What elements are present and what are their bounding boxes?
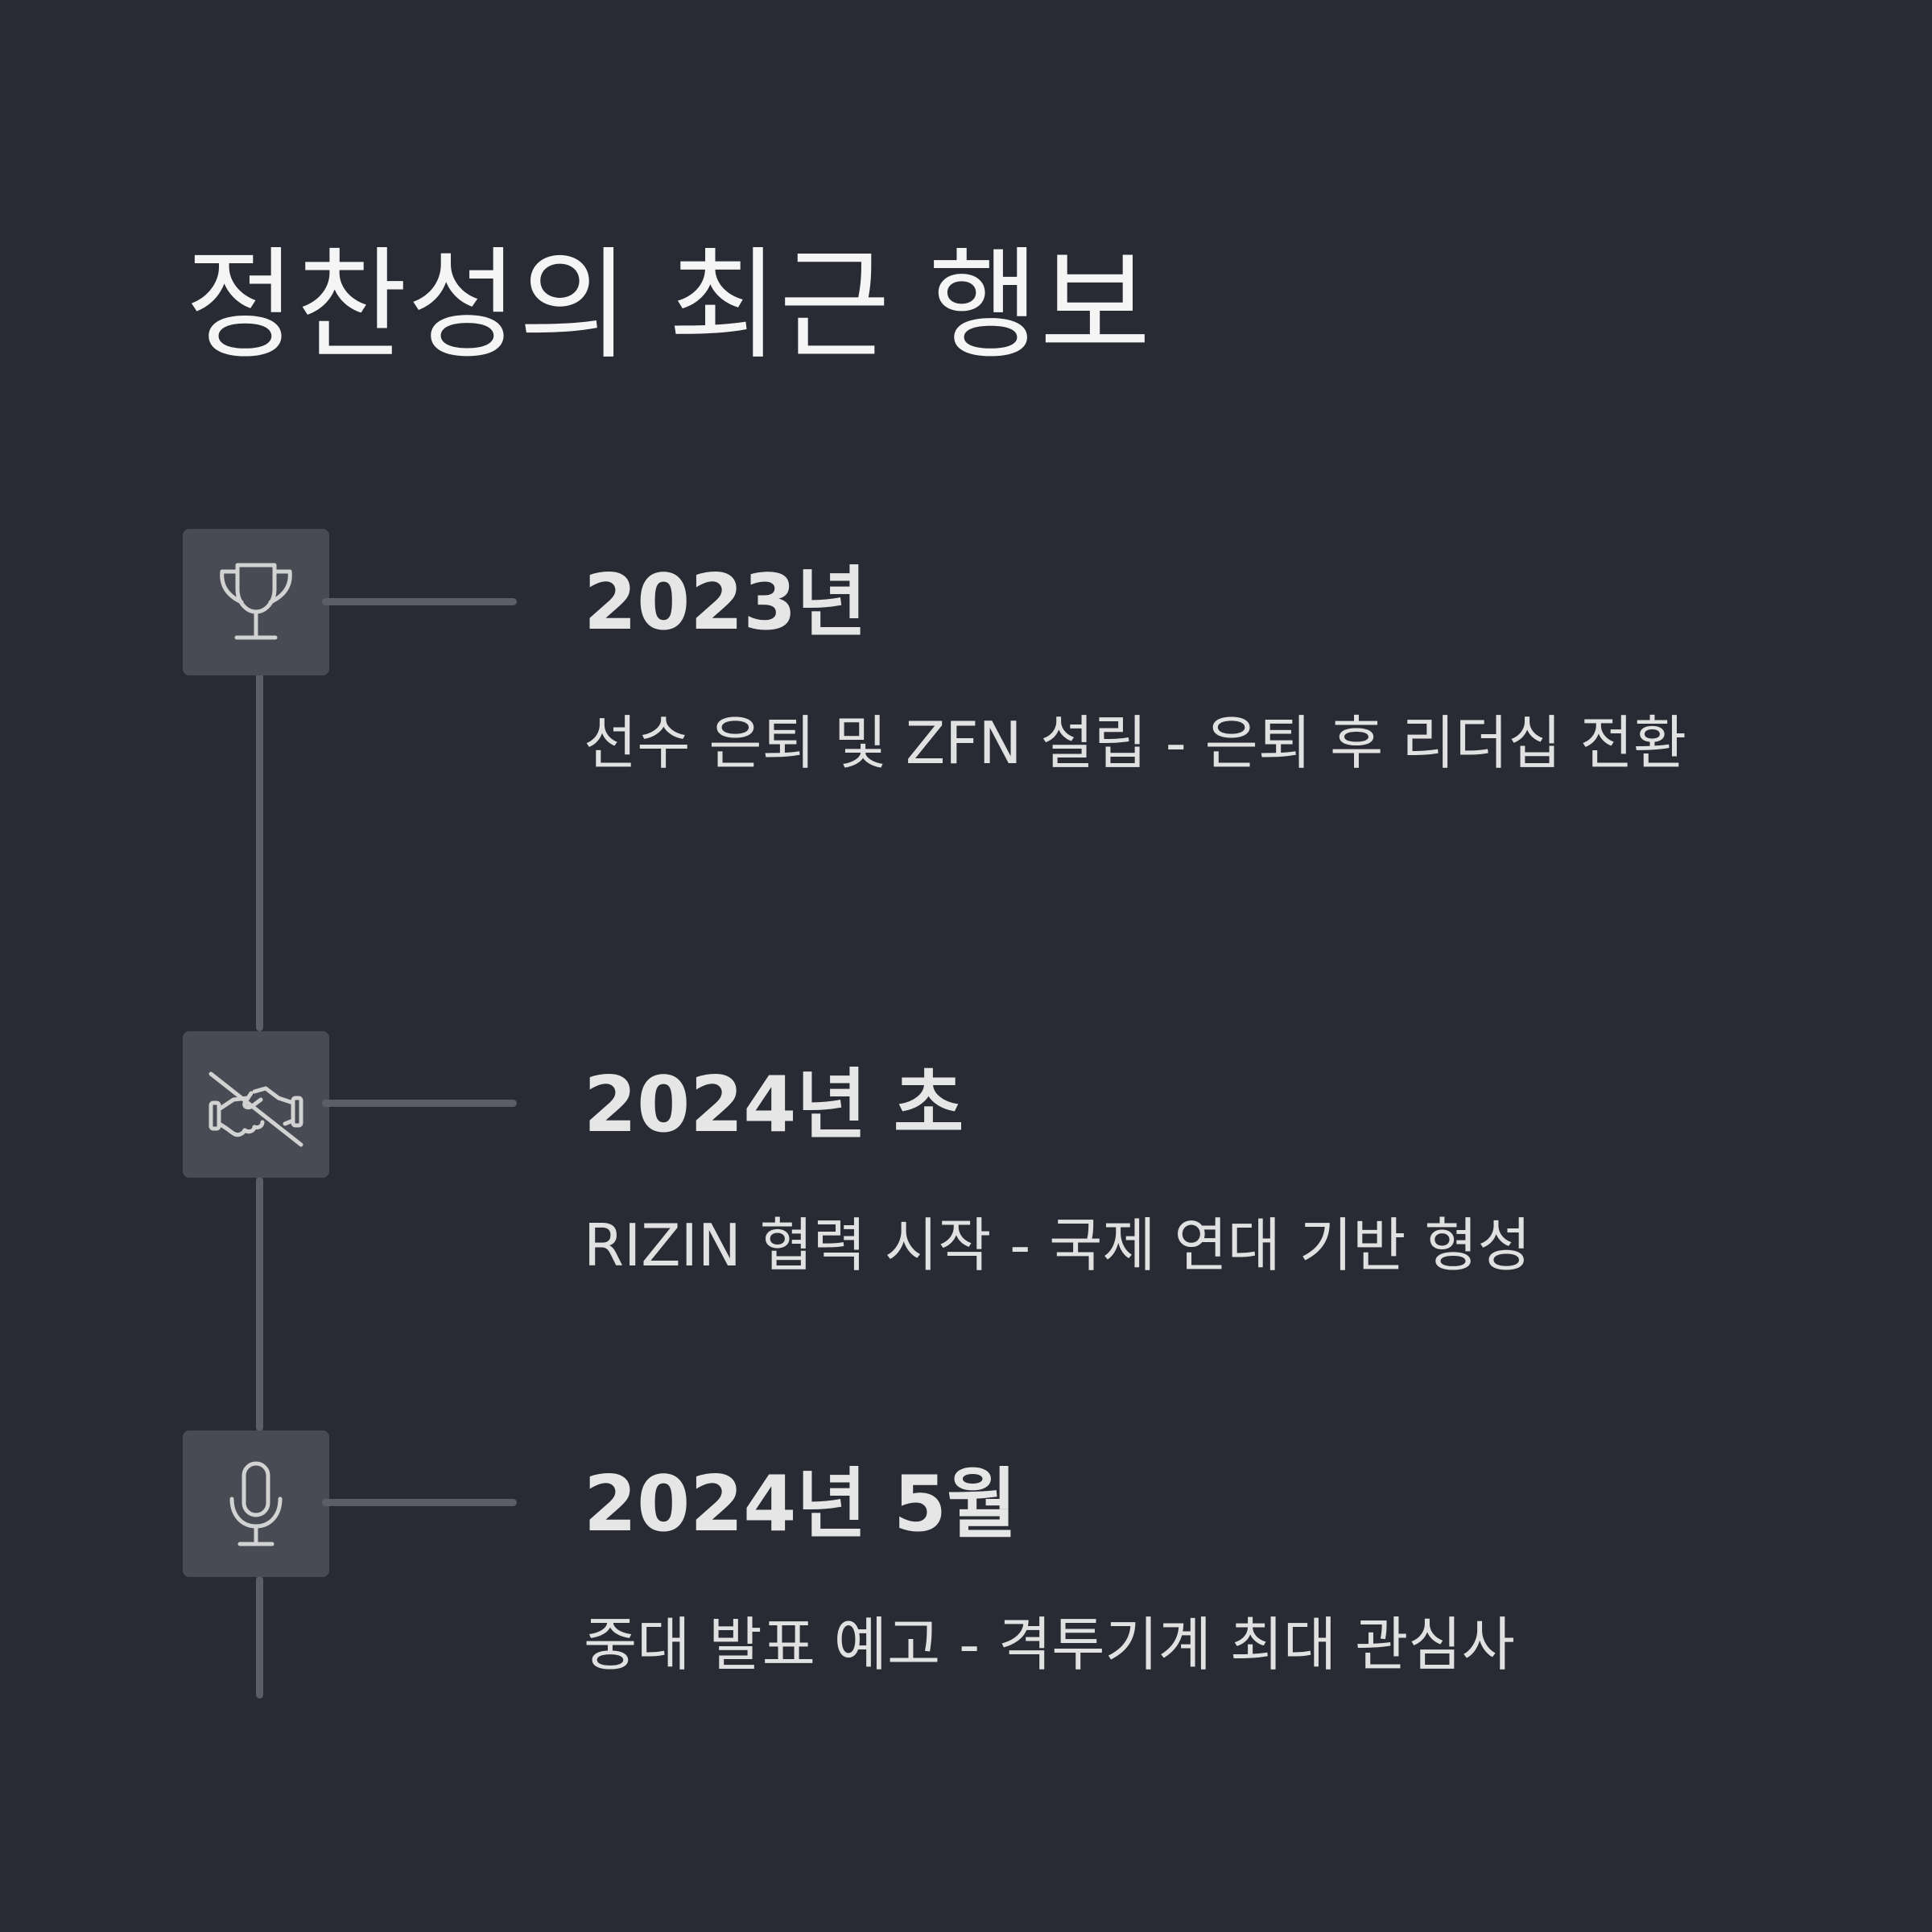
timeline-connector [256,672,263,1031]
timeline-connector [256,1576,263,1699]
event-icon-box [183,529,329,675]
trophy-icon [220,563,292,640]
page-title: 정찬성의 최근 행보 [185,236,1151,376]
event-connector [322,598,517,605]
handshake-off-icon [208,1071,303,1147]
event-connector [322,1499,517,1506]
event-description: 중대 발표 예고 - 격투기계 최대 관심사 [584,1611,1515,1678]
event-icon-box [183,1430,329,1577]
event-icon-box [183,1031,329,1178]
event-description: RIZIN 협력 시작 - 국제 연대 기반 형성 [584,1212,1531,1279]
event-description: 선수 은퇴 및 ZFN 설립 - 은퇴 후 리더십 전환 [584,709,1687,777]
timeline-connector [256,1177,263,1431]
event-date: 2024년 초 [584,1061,964,1150]
event-date: 2023년 [584,559,867,647]
event-connector [322,1100,517,1107]
microphone-icon [229,1461,283,1546]
event-date: 2024년 5월 [584,1460,1018,1549]
